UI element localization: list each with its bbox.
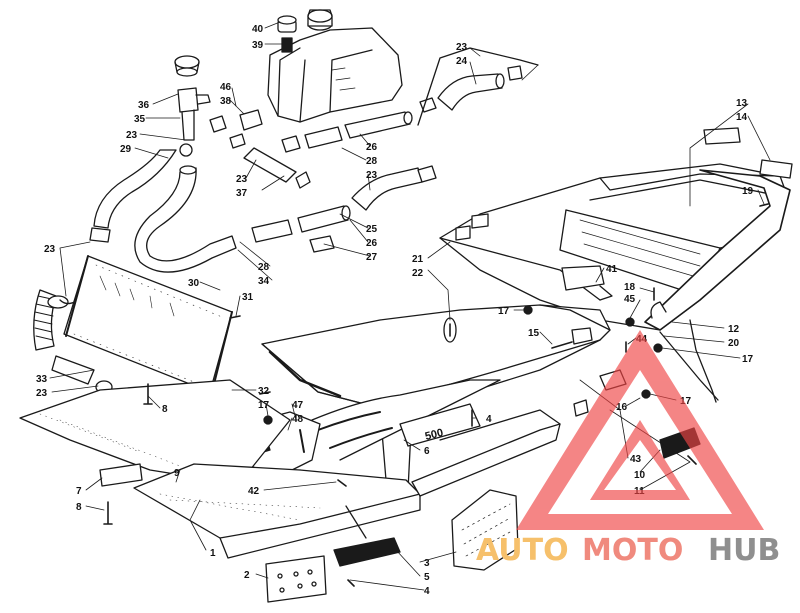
callout-label: 4: [424, 586, 430, 597]
callout-label: 22: [412, 268, 424, 279]
watermark-moto: MOTO: [582, 533, 683, 568]
callout-label: 1: [210, 548, 216, 559]
pad-5: [333, 505, 401, 567]
callout-label: 5: [424, 572, 430, 583]
tunnel-emblem: 500: [424, 427, 445, 443]
callout-label: 24: [456, 56, 468, 67]
callout-label: 43: [630, 454, 642, 465]
decals: [703, 127, 793, 179]
hose-upper-right: [417, 47, 539, 126]
callout-label: 17: [680, 396, 692, 407]
hose-long-34: [134, 165, 237, 273]
watermark-auto: AUTO: [476, 533, 569, 568]
callout-label: 13: [736, 98, 748, 109]
callout-label: 12: [728, 324, 740, 335]
callout-label: 16: [616, 402, 628, 413]
callout-label: 23: [44, 244, 56, 255]
hose-curved-25: [351, 165, 437, 211]
callout-label: 33: [36, 374, 48, 385]
hose-tube-26-lower: [251, 205, 351, 253]
callout-labels: 40 39 36 46 38 35 23 29 23 24 26 28 23 3…: [36, 24, 754, 597]
rear-heat-exchanger-frame: [439, 163, 791, 403]
callout-label: 26: [366, 238, 378, 249]
callout-label: 9: [174, 468, 180, 479]
callout-label: 17: [742, 354, 754, 365]
tunnel-body: [229, 304, 611, 491]
callout-label: 28: [258, 262, 270, 273]
plate-2: [265, 555, 327, 603]
callout-label: 28: [366, 156, 378, 167]
callout-label: 7: [76, 486, 82, 497]
callout-label: 8: [162, 404, 168, 415]
callout-label: 20: [728, 338, 740, 349]
callout-label: 2: [244, 570, 250, 581]
callout-label: 31: [242, 292, 254, 303]
callout-label: 48: [292, 414, 304, 425]
callout-label: 23: [366, 170, 378, 181]
hose-fittings-upper: [209, 109, 263, 149]
callout-label: 27: [366, 252, 378, 263]
callout-label: 4: [486, 414, 492, 425]
callout-label: 41: [606, 264, 618, 275]
callout-label: 18: [624, 282, 636, 293]
callout-label: 6: [424, 446, 430, 457]
callout-label: 26: [366, 142, 378, 153]
callout-label: 19: [742, 186, 754, 197]
callout-label: 36: [138, 100, 150, 111]
callout-label: 15: [528, 328, 540, 339]
callout-label: 23: [456, 42, 468, 53]
warning-triangle-logo: [516, 330, 764, 530]
callout-label: 46: [220, 82, 232, 93]
callout-label: 30: [188, 278, 200, 289]
callout-label: 29: [120, 144, 132, 155]
watermark: AUTO MOTO HUB: [476, 330, 780, 568]
callout-label: 39: [252, 40, 264, 51]
fasteners: [103, 203, 769, 587]
hose-tube-26: [281, 111, 413, 153]
coolant-reservoir: [267, 9, 403, 123]
callout-label: 17: [498, 306, 510, 317]
callout-label: 42: [248, 486, 260, 497]
callout-label: 47: [292, 400, 304, 411]
callout-label: 32: [258, 386, 270, 397]
callout-label: 34: [258, 276, 270, 287]
watermark-hub: HUB: [708, 533, 780, 568]
callout-label: 38: [220, 96, 232, 107]
callout-label: 37: [236, 188, 248, 199]
callout-label: 14: [736, 112, 748, 123]
callout-label: 3: [424, 558, 430, 569]
callout-label: 17: [258, 400, 270, 411]
callout-label: 40: [252, 24, 264, 35]
callout-label: 23: [36, 388, 48, 399]
hose-29: [89, 149, 177, 243]
callout-label: 35: [134, 114, 146, 125]
radiator-cap-assembly: [174, 55, 211, 157]
running-board-right: [411, 409, 561, 571]
leader-lines: [49, 21, 771, 591]
callout-label: 8: [76, 502, 82, 513]
callout-label: 25: [366, 224, 378, 235]
callout-label: 23: [126, 130, 138, 141]
callout-label: 10: [634, 470, 646, 481]
hose-tube-37: [243, 147, 311, 189]
callout-label: 21: [412, 254, 424, 265]
callout-label: 23: [236, 174, 248, 185]
running-board-left: [19, 379, 421, 559]
callout-label: 45: [624, 294, 636, 305]
